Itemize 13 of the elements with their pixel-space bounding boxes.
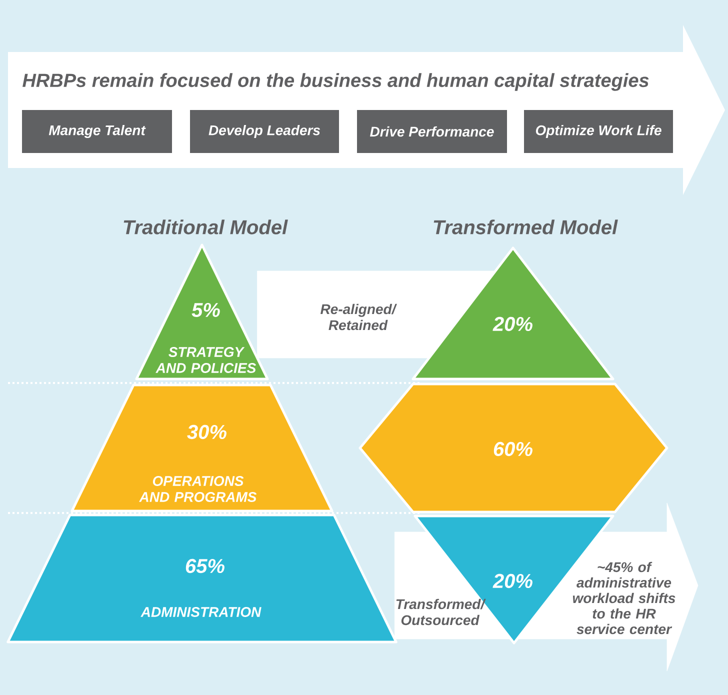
pyramid-segment: 60% <box>358 382 668 514</box>
pyramid-segment: 65% ADMINISTRATION <box>6 514 398 644</box>
focus-box: Develop Leaders <box>190 110 339 153</box>
edge-label: Re-aligned/ Retained <box>320 304 397 330</box>
pyramid-segment: 30% OPERATIONS AND PROGRAMS <box>70 384 334 512</box>
pyramid-segment: 5% STRATEGY AND POLICIES <box>135 244 269 380</box>
band-arrow <box>394 502 698 672</box>
pyramid-segment: 20% <box>412 246 614 380</box>
focus-box: Optimize Work Life <box>524 110 673 153</box>
focus-box: Drive Performance <box>357 110 507 153</box>
focus-box: Manage Talent <box>22 110 172 153</box>
band-arrow <box>257 270 496 358</box>
banner-title: HRBPs remain focused on the business and human capital strategies <box>22 73 649 91</box>
